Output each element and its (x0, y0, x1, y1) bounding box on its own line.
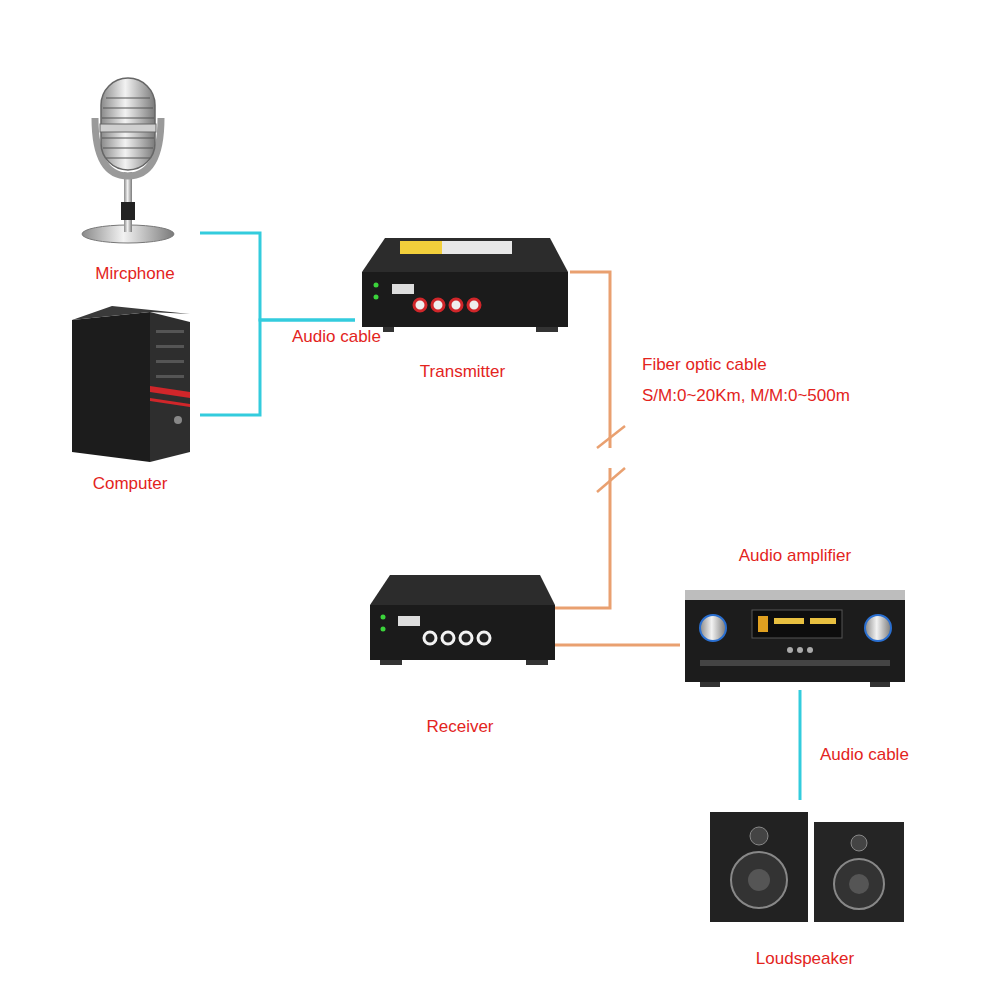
device-label: Receiver (426, 717, 493, 737)
cable-label: Audio cable (818, 745, 911, 765)
transmitter-picture (362, 238, 568, 332)
amplifier-picture (685, 590, 905, 687)
computer-picture (72, 306, 190, 462)
device-label: Mircphone (95, 264, 174, 284)
device-node: Audio amplifier (680, 540, 910, 690)
loudspeaker-picture (710, 812, 904, 922)
device-label: Transmitter (420, 362, 505, 382)
cable-line (200, 233, 355, 320)
cable-line (799, 690, 802, 800)
device-label: Loudspeaker (756, 949, 854, 969)
cable-label: Audio cable (290, 327, 383, 347)
cable-line (555, 272, 610, 608)
device-node: Computer (60, 300, 200, 500)
receiver-picture (370, 575, 555, 665)
device-node: Loudspeaker (700, 800, 910, 975)
cable-line (555, 644, 680, 647)
microphone-picture (82, 78, 174, 243)
device-node: Transmitter (355, 228, 570, 388)
device-node: Receiver (365, 568, 555, 743)
device-node: Mircphone (70, 65, 200, 290)
cable-spec: S/M:0~20Km, M/M:0~500m (640, 386, 852, 406)
device-label: Audio amplifier (739, 546, 851, 566)
device-label: Computer (93, 474, 168, 494)
cable-label: Fiber optic cable (640, 355, 769, 375)
